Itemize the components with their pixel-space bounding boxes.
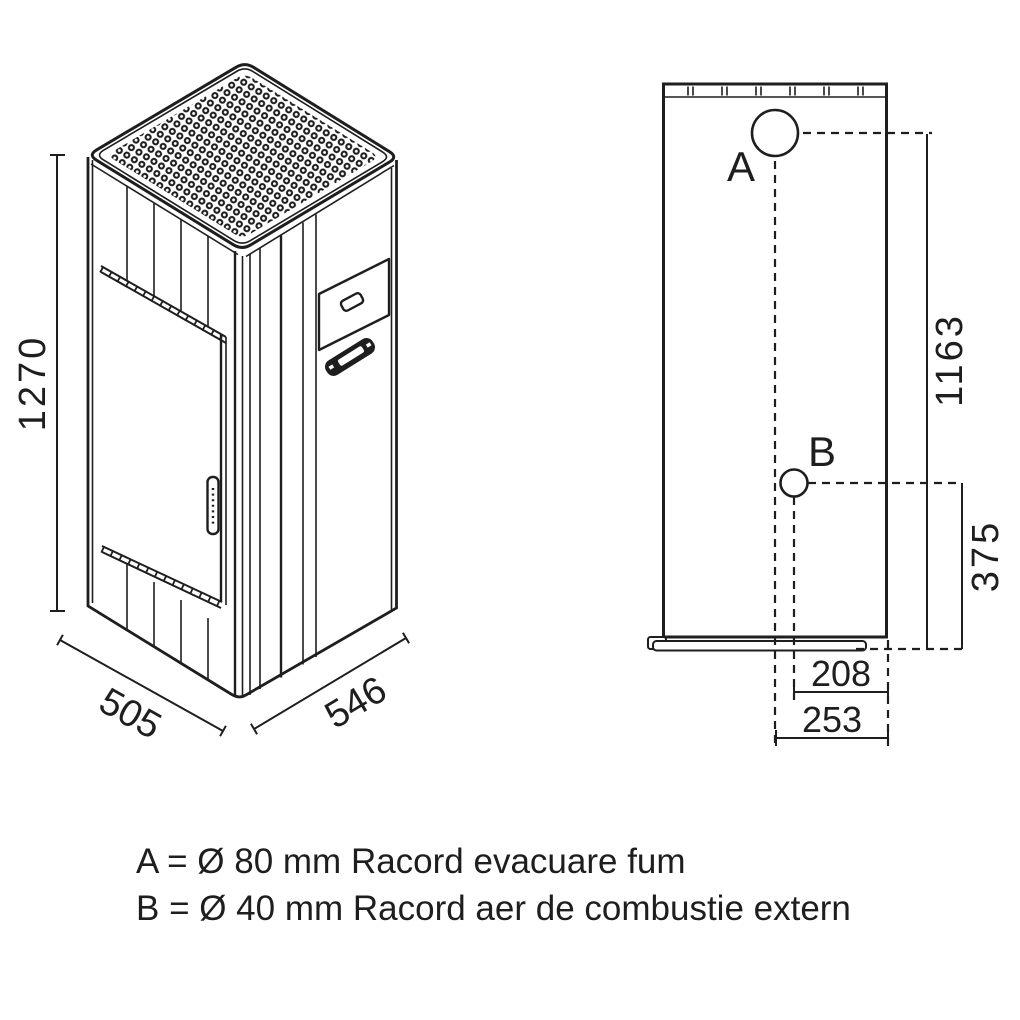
port-a-label: A (727, 143, 755, 190)
stove-door (99, 265, 228, 609)
depth-dimension: 546 (250, 632, 410, 738)
a-height-dimension: 1163 (926, 134, 971, 649)
b-offset-dim-label: 208 (811, 653, 871, 694)
side-panel (317, 257, 391, 376)
port-b-label: B (808, 428, 836, 475)
port-b: B (779, 428, 836, 498)
iso-width-dim-label: 505 (92, 680, 168, 748)
a-offset-dimension: 253 (775, 699, 889, 746)
a-height-dim-label: 1163 (929, 313, 971, 407)
iso-view: 1270 505 546 (12, 63, 410, 748)
b-height-dimension: 375 (961, 483, 1007, 649)
port-b-circle (779, 468, 809, 498)
rear-panel (647, 82, 888, 652)
control-panel-display (338, 346, 364, 366)
port-a: A (727, 108, 800, 190)
iso-depth-dim-label: 546 (318, 669, 394, 738)
stove-body (86, 157, 398, 699)
control-panel-button (328, 364, 335, 370)
port-a-circle (750, 108, 800, 158)
b-height-dim-label: 375 (965, 520, 1007, 592)
legend-line-b: B = Ø 40 mm Racord aer de combustie exte… (136, 889, 851, 928)
height-dimension: 1270 (12, 154, 65, 612)
iso-height-dim-label: 1270 (12, 335, 54, 432)
legend: A = Ø 80 mm Racord evacuare fum B = Ø 40… (136, 842, 851, 928)
base-plate (652, 640, 867, 652)
legend-line-a: A = Ø 80 mm Racord evacuare fum (136, 842, 686, 881)
rear-view: A B 1163 375 208 253 (647, 82, 1007, 746)
a-offset-dim-label: 253 (802, 699, 862, 740)
top-grille (90, 63, 396, 249)
hopper-lid-slot (339, 292, 365, 312)
width-dimension: 505 (56, 634, 227, 748)
top-band-ticks (687, 86, 864, 96)
control-panel-button (365, 342, 372, 348)
projection-lines (773, 131, 962, 745)
b-offset-dimension: 208 (793, 653, 889, 700)
